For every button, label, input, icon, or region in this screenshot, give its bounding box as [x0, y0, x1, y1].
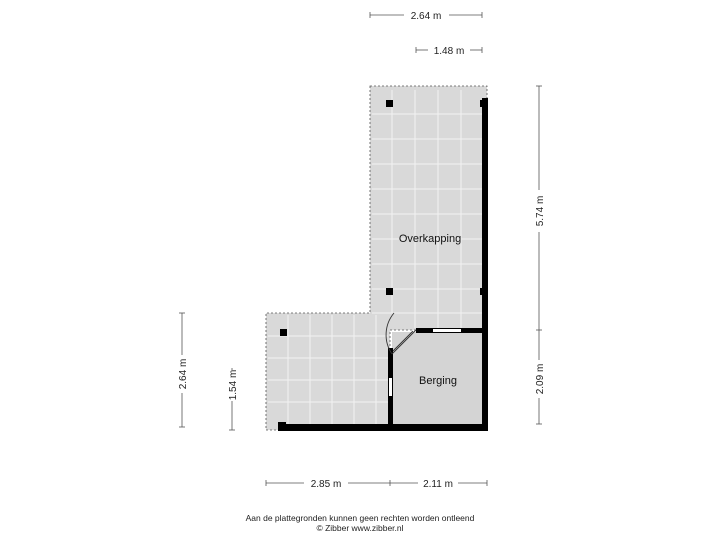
footer-disclaimer: Aan de plattegronden kunnen geen rechten… [245, 513, 475, 523]
dimension-top-overall: 2.64 m [411, 11, 442, 22]
room-label-berging: Berging [419, 375, 457, 387]
dimension-bottom-left: 2.85 m [311, 479, 342, 490]
dimension-lines [179, 12, 542, 486]
floor-tile-grid [268, 90, 482, 424]
berging-floor [392, 332, 487, 430]
room-label-overkapping: Overkapping [399, 233, 461, 245]
window [433, 329, 461, 332]
dimension-top-inner: 1.48 m [434, 46, 465, 57]
dimension-bottom-right: 2.11 m [423, 479, 453, 490]
posts [278, 100, 487, 430]
door-swing [385, 312, 417, 355]
dimension-left-inner: 1.54 m [228, 370, 239, 401]
dimension-right-lower: 2.09 m [535, 364, 546, 395]
footer-copyright: © Zibber www.zibber.nl [316, 523, 404, 533]
window-side [389, 378, 392, 396]
dimension-left-outer: 2.64 m [178, 359, 189, 390]
dimension-right-upper: 5.74 m [535, 196, 546, 227]
